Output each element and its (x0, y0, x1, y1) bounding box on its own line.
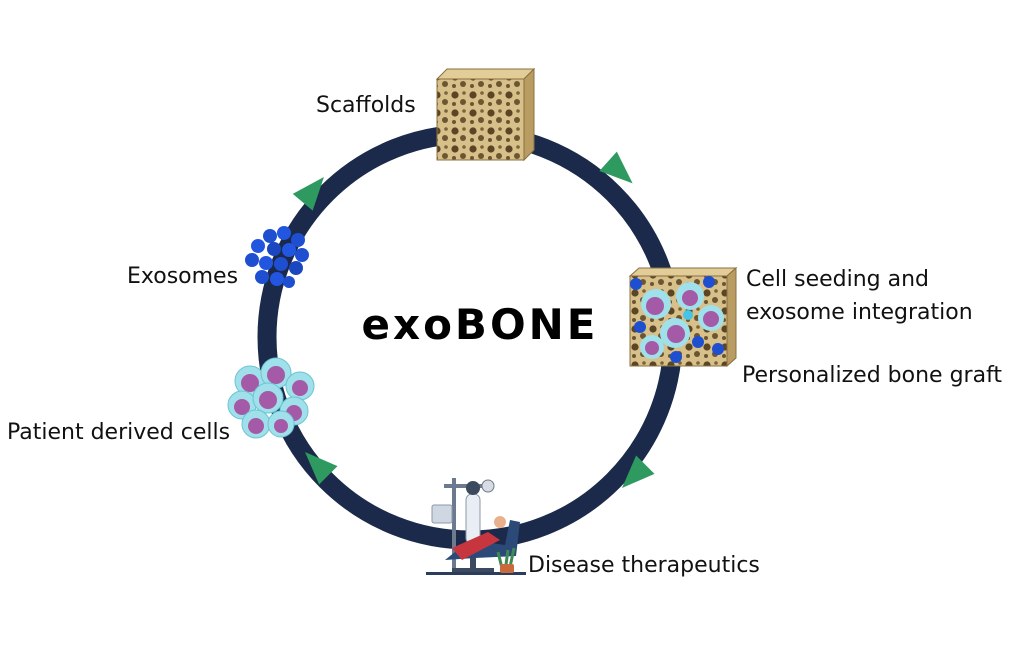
label-exosomes: Exosomes (127, 264, 239, 289)
seeded-cell (698, 305, 724, 331)
cell-cluster-icon (227, 357, 315, 439)
patient-cell (267, 410, 295, 438)
seeded-exosome (670, 351, 682, 363)
seeded-cell (660, 318, 690, 348)
arrow-top-right (599, 151, 633, 184)
seeded-exosome (630, 278, 642, 290)
label-patient-derived-cells: Patient derived cells (7, 420, 231, 445)
patient-cell (241, 409, 271, 439)
dental-chair-icon (426, 478, 526, 575)
patient-cell (285, 371, 315, 401)
label-cell-seeding-line2: exosome integration (746, 300, 973, 325)
seeded-exosome (683, 310, 693, 320)
arrow-top-left (292, 176, 324, 211)
exosome-cluster-icon (245, 226, 309, 288)
label-disease-therapeutics: Disease therapeutics (528, 553, 760, 578)
patient-cell (260, 357, 292, 389)
seeded-exosome (703, 276, 715, 288)
seeded-exosome (634, 321, 646, 333)
seeded-exosome (712, 343, 724, 355)
arrow-bottom-left (304, 451, 338, 485)
seeded-cell (676, 282, 704, 310)
label-personalized-bone-graft: Personalized bone graft (742, 363, 1003, 388)
arrow-bottom-right (621, 455, 655, 489)
seeded-cell (640, 335, 664, 359)
patient-cell (252, 382, 284, 414)
diagram-title: exoBONE (361, 300, 599, 349)
seeded-scaffold-icon (628, 266, 738, 368)
label-cell-seeding-line1: Cell seeding and (746, 267, 930, 292)
seeded-cell (641, 289, 671, 319)
label-scaffolds: Scaffolds (316, 93, 416, 118)
bone-scaffold-icon (435, 67, 536, 162)
seeded-exosome (692, 336, 704, 348)
